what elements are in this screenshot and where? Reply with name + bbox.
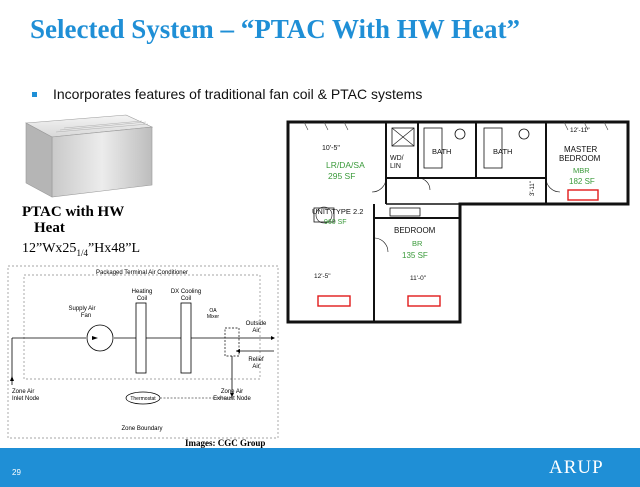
bath1-label: BATH (432, 147, 451, 156)
mbr-area-label: 182 SF (569, 177, 595, 186)
thermostat-label: Thermostat (130, 396, 156, 402)
slide-title: Selected System – “PTAC With HW Heat” (30, 14, 520, 44)
lr-area-label: 295 SF (328, 171, 355, 181)
ptac-dimensions: 12”Wx251/4”Hx48”L (22, 241, 140, 258)
dim-11-0: 11'-0" (410, 275, 427, 282)
br-label: BR (412, 239, 423, 248)
mbr-label: MBR (573, 166, 590, 175)
heating-coil-icon (135, 302, 147, 374)
ptac-label-line2: Heat (34, 220, 65, 236)
dim-12-5: 12'-5" (314, 273, 331, 280)
ptac-unit-image (24, 114, 154, 198)
image-credit: Images: CGC Group (185, 438, 266, 448)
wd-lin-label: WD/LIN (390, 155, 404, 170)
bullet-text: Incorporates features of traditional fan… (53, 86, 423, 102)
zone-boundary-label: Zone Boundary (121, 426, 162, 432)
ptac-boundary-box (23, 274, 261, 380)
zone-boundary-box (7, 265, 279, 439)
unit-type-label: UNIT TYPE 2.2 (312, 207, 363, 216)
dim-12-11: 12'-11" (570, 127, 590, 134)
ptac-marker-bedroom (407, 295, 441, 307)
dims-tail: ”Hx48”L (87, 241, 141, 256)
dx-coil-icon (180, 302, 192, 374)
bullet-item: Incorporates features of traditional fan… (32, 86, 422, 102)
bedroom-label: BEDROOM (394, 226, 436, 235)
dim-10-5: 10'-5" (322, 145, 340, 152)
supply-fan-icon (86, 324, 114, 352)
page-number: 29 (12, 468, 21, 477)
unit-area-label: 960 SF (324, 219, 347, 226)
ptac-marker-master (567, 189, 599, 201)
lr-room-label: LR/DA/SA (326, 160, 365, 170)
br-area-label: 135 SF (402, 251, 428, 260)
arup-logo: ARUP (549, 457, 604, 478)
ptac-schematic: Packaged Terminal Air Conditioner Thermo… (7, 265, 279, 439)
ptac-marker-living (317, 295, 351, 307)
bath2-label: BATH (493, 147, 512, 156)
oa-mixer-box (224, 327, 240, 357)
schematic-title: Packaged Terminal Air Conditioner (96, 270, 188, 276)
dim-3-11: 3'-11" (530, 181, 536, 196)
footer-bar (0, 448, 640, 487)
ptac-label-line1: PTAC with HW (22, 204, 125, 220)
floor-plan: 10'-5" LR/DA/SA 295 SF WD/LIN BATH BATH … (286, 120, 630, 324)
dims-fraction: 1/4 (76, 247, 88, 258)
dims-main: 12”Wx25 (22, 241, 77, 256)
ptac-label: PTAC with HW Heat (22, 204, 142, 236)
bullet-square-icon (32, 91, 37, 97)
